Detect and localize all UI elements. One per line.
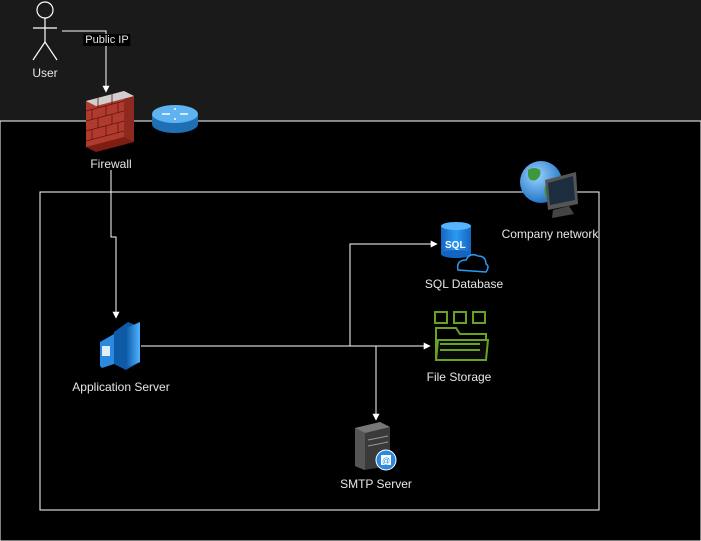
sql-database-label: SQL Database bbox=[424, 277, 504, 291]
application-server-icon bbox=[100, 322, 140, 370]
user-icon bbox=[32, 1, 58, 61]
file-storage-icon bbox=[434, 311, 490, 361]
smtp-server-icon: @ bbox=[355, 422, 397, 471]
router-icon bbox=[152, 105, 198, 133]
edge-label-public-ip: Public IP bbox=[83, 34, 131, 46]
company-network-boundary bbox=[39, 191, 600, 511]
smtp-server-label: SMTP Server bbox=[340, 477, 412, 491]
edge-user-firewall bbox=[62, 30, 110, 93]
edge-firewall-appserver bbox=[110, 170, 120, 319]
file-storage-label: File Storage bbox=[426, 370, 492, 384]
sql-icon-text: SQL bbox=[445, 240, 466, 251]
edge-appserver-sql bbox=[141, 240, 438, 347]
user-label: User bbox=[32, 66, 58, 80]
firewall-icon bbox=[85, 91, 134, 152]
firewall-label: Firewall bbox=[90, 157, 132, 171]
sql-database-icon bbox=[441, 222, 489, 273]
company-network-icon bbox=[520, 161, 578, 218]
company-network-label: Company network bbox=[501, 227, 599, 241]
application-server-label: Application Server bbox=[72, 380, 170, 394]
svg-text:@: @ bbox=[382, 457, 390, 466]
